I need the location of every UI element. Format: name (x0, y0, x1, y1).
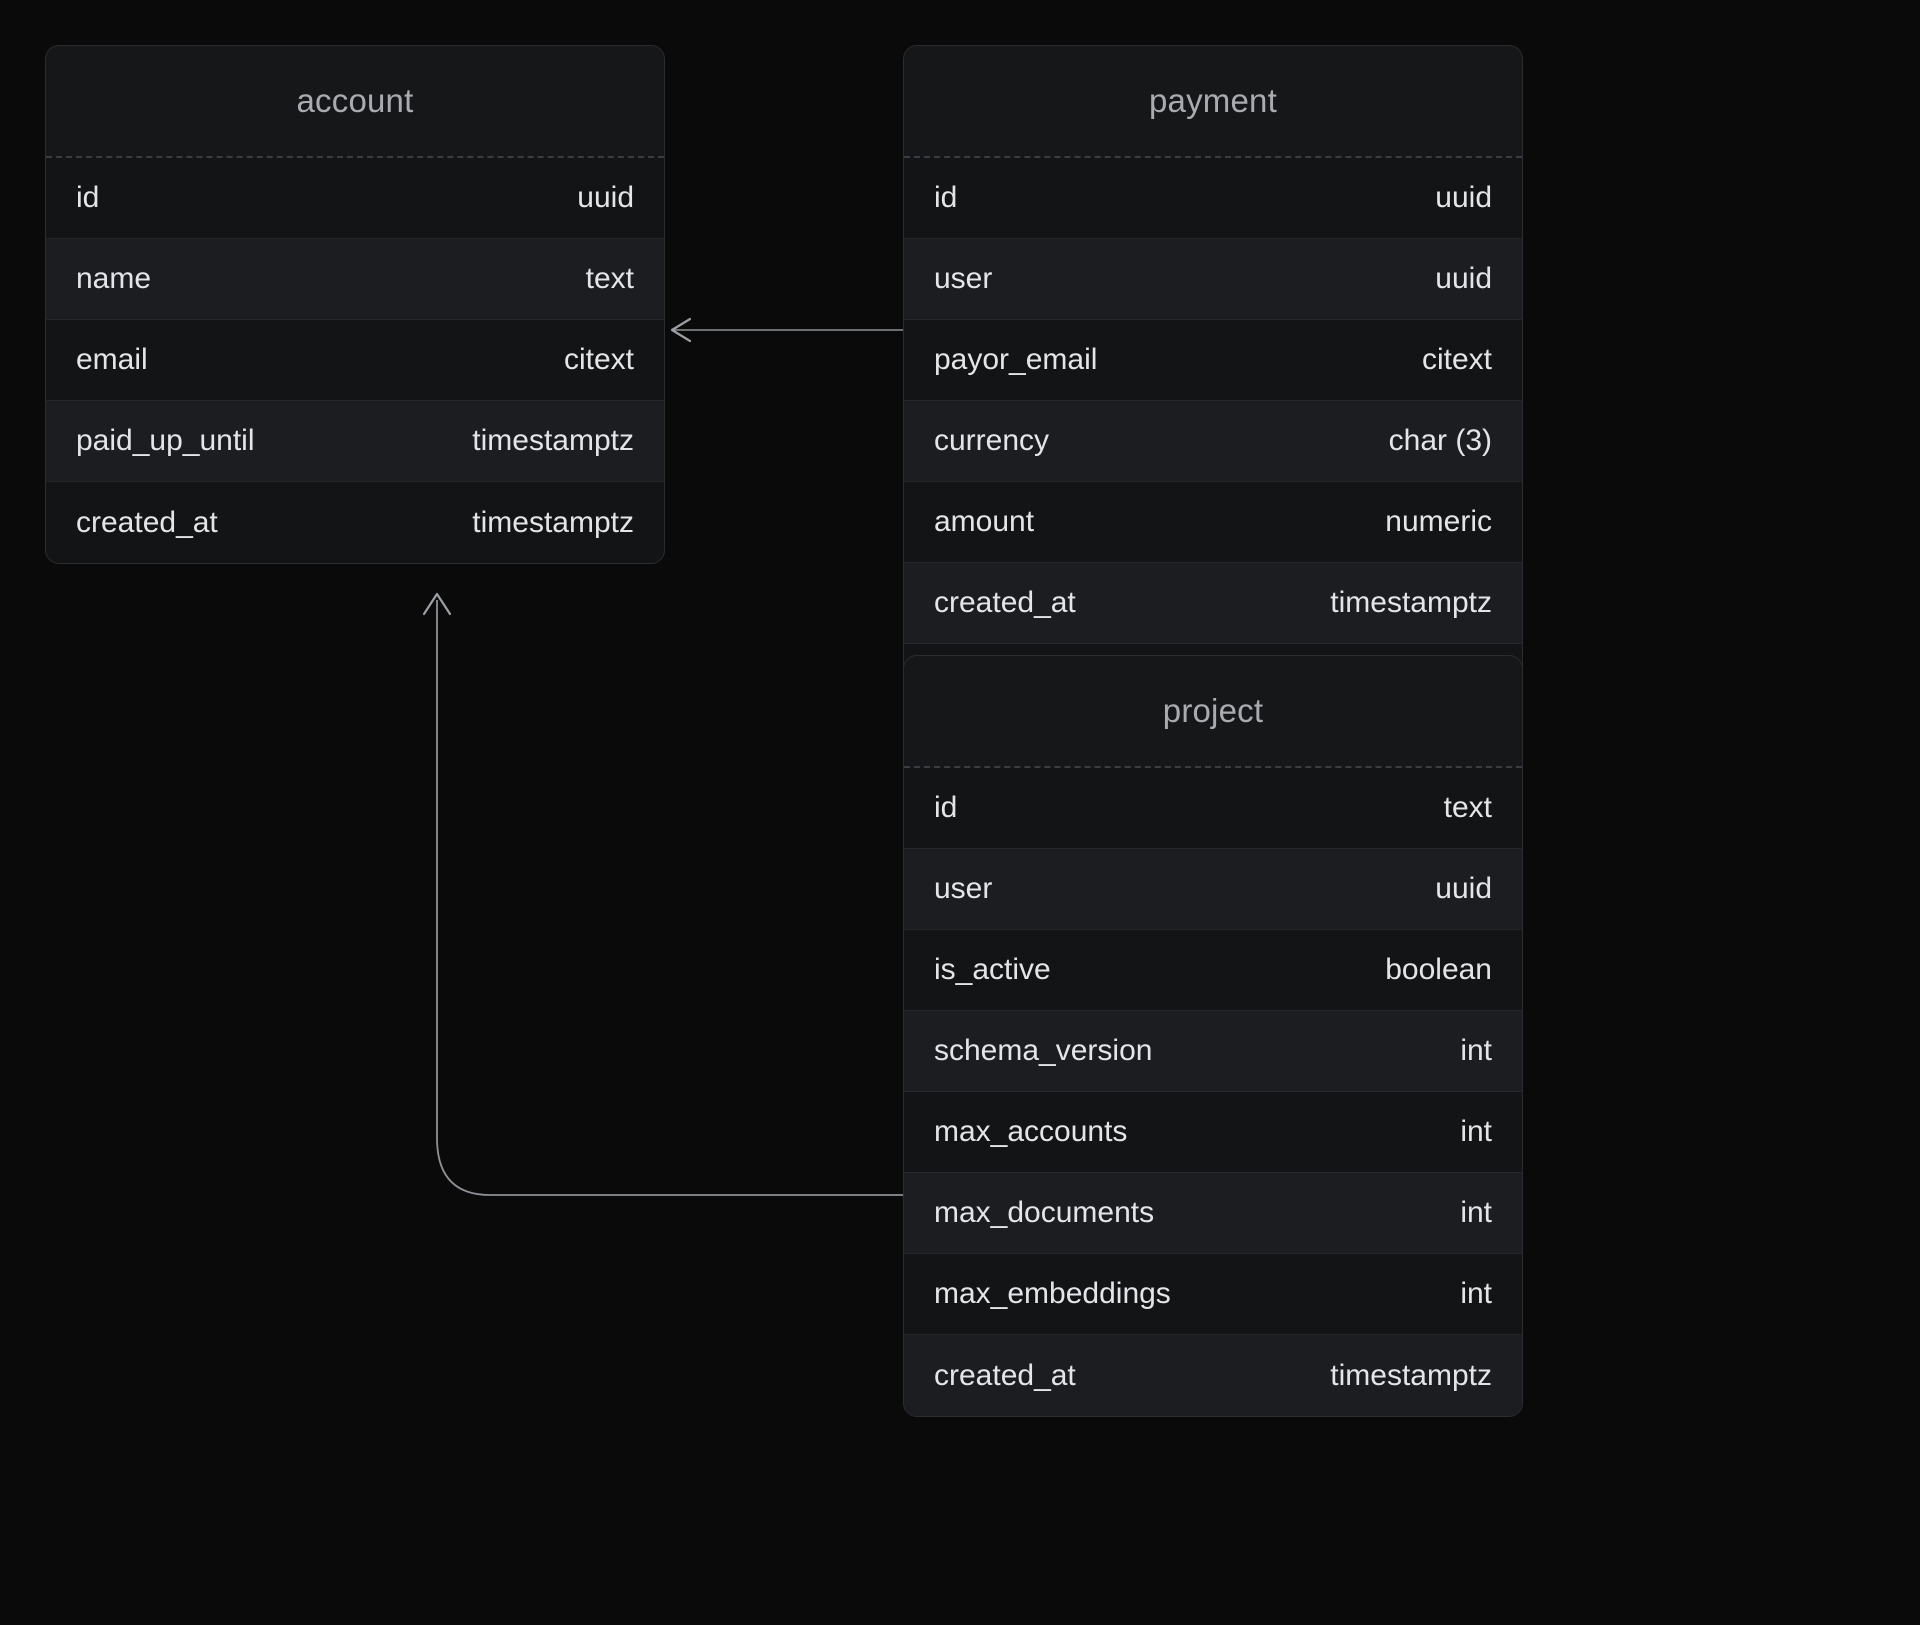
field-name: currency (934, 424, 1050, 457)
field-row[interactable]: id text (904, 768, 1522, 849)
entity-fields-payment: id uuid user uuid payor_email citext cur… (904, 158, 1522, 725)
field-name: user (934, 872, 993, 905)
field-row[interactable]: id uuid (904, 158, 1522, 239)
field-row[interactable]: user uuid (904, 239, 1522, 320)
field-type: int (1460, 1277, 1492, 1310)
field-row[interactable]: created_at timestamptz (904, 1335, 1522, 1416)
field-row[interactable]: currency char (3) (904, 401, 1522, 482)
field-row[interactable]: name text (46, 239, 664, 320)
field-row[interactable]: created_at timestamptz (46, 482, 664, 563)
field-type: timestamptz (472, 424, 634, 457)
field-row[interactable]: amount numeric (904, 482, 1522, 563)
entity-card-account[interactable]: account id uuid name text email citext p… (45, 45, 665, 564)
field-name: name (76, 262, 152, 295)
field-row[interactable]: email citext (46, 320, 664, 401)
field-row[interactable]: payor_email citext (904, 320, 1522, 401)
edge-project-to-account (422, 592, 903, 1196)
entity-title-account: account (46, 46, 664, 158)
field-row[interactable]: max_accounts int (904, 1092, 1522, 1173)
entity-fields-project: id text user uuid is_active boolean sche… (904, 768, 1522, 1416)
field-type: uuid (1435, 181, 1492, 214)
field-row[interactable]: user uuid (904, 849, 1522, 930)
field-row[interactable]: is_active boolean (904, 930, 1522, 1011)
field-name: created_at (934, 586, 1076, 619)
entity-fields-account: id uuid name text email citext paid_up_u… (46, 158, 664, 563)
field-name: created_at (76, 505, 218, 539)
field-row[interactable]: schema_version int (904, 1011, 1522, 1092)
field-name: user (934, 262, 993, 295)
field-name: max_embeddings (934, 1277, 1171, 1310)
field-row[interactable]: id uuid (46, 158, 664, 239)
field-type: int (1460, 1034, 1492, 1067)
field-type: text (585, 262, 634, 295)
field-name: created_at (934, 1358, 1076, 1392)
entity-card-project[interactable]: project id text user uuid is_active bool… (903, 655, 1523, 1417)
entity-title-project: project (904, 656, 1522, 768)
field-type: int (1460, 1115, 1492, 1148)
field-row[interactable]: max_embeddings int (904, 1254, 1522, 1335)
field-name: id (934, 181, 958, 214)
edge-payment-to-account (670, 317, 903, 343)
field-type: int (1460, 1196, 1492, 1229)
field-row[interactable]: max_documents int (904, 1173, 1522, 1254)
field-name: id (934, 791, 958, 824)
field-type: text (1443, 791, 1492, 824)
field-name: amount (934, 505, 1035, 538)
field-name: id (76, 181, 100, 214)
field-name: payor_email (934, 343, 1098, 376)
field-name: paid_up_until (76, 424, 255, 457)
field-row[interactable]: created_at timestamptz (904, 563, 1522, 644)
field-name: schema_version (934, 1034, 1153, 1067)
entity-card-payment[interactable]: payment id uuid user uuid payor_email ci… (903, 45, 1523, 726)
field-name: is_active (934, 953, 1051, 986)
field-type: citext (1421, 343, 1492, 376)
field-type: timestamptz (1330, 586, 1492, 619)
field-type: uuid (1435, 262, 1492, 295)
field-name: email (76, 343, 148, 376)
field-type: char (3) (1388, 424, 1492, 457)
field-type: uuid (1435, 872, 1492, 905)
field-row[interactable]: paid_up_until timestamptz (46, 401, 664, 482)
field-type: uuid (577, 181, 634, 214)
field-type: timestamptz (472, 505, 634, 539)
field-type: timestamptz (1330, 1358, 1492, 1392)
field-name: max_documents (934, 1196, 1155, 1229)
field-name: max_accounts (934, 1115, 1128, 1148)
entity-title-payment: payment (904, 46, 1522, 158)
field-type: boolean (1385, 953, 1492, 986)
field-type: citext (563, 343, 634, 376)
field-type: numeric (1385, 505, 1492, 538)
